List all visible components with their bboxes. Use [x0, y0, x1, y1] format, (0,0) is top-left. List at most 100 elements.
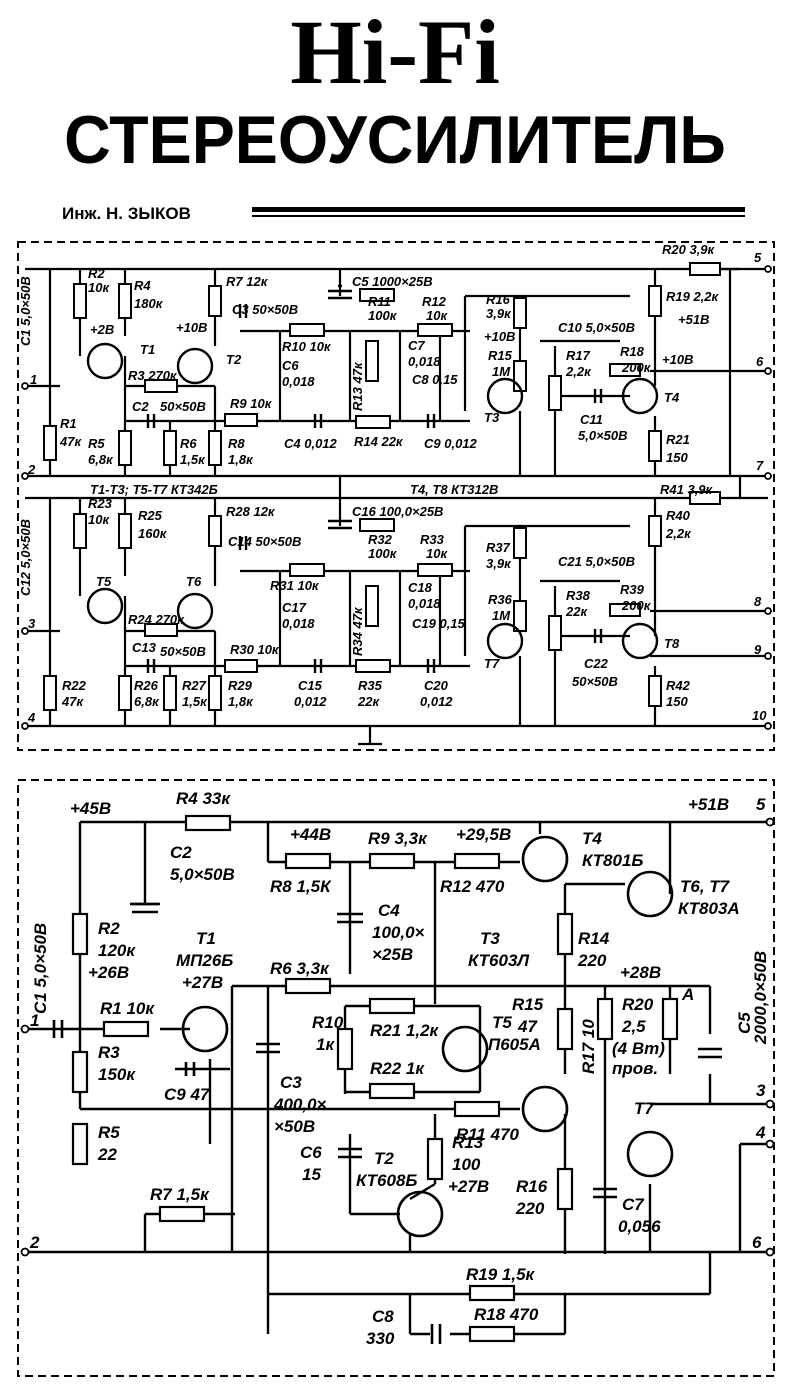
- label-c4v: 100,0×: [372, 923, 425, 942]
- label-v10a: +10В: [176, 320, 207, 335]
- label-r34: R34 47к: [350, 606, 365, 656]
- label-r20: R20: [622, 995, 654, 1014]
- label-p3: 3: [28, 616, 36, 631]
- label-r11v: 100к: [368, 308, 398, 323]
- label-r11: R11: [368, 294, 391, 309]
- label-t8: T8: [664, 636, 680, 651]
- label-r32: R32: [368, 532, 393, 547]
- label-v2: +2В: [90, 322, 114, 337]
- label-pa: А: [681, 985, 694, 1004]
- label-r6: R6: [180, 436, 197, 451]
- label-p1: 1: [30, 372, 37, 387]
- page-subtitle: СТЕРЕОУСИЛИТЕЛЬ: [64, 102, 726, 178]
- label-c16: C16 100,0×25В: [352, 504, 443, 519]
- label-c3v2: ×50В: [274, 1117, 315, 1136]
- label-c8: C8 0,15: [412, 372, 458, 387]
- label-r3: R3: [98, 1043, 120, 1062]
- label-r36: R36: [488, 592, 513, 607]
- label-t4: T4: [582, 829, 602, 848]
- label-r39v: 200к: [621, 598, 652, 613]
- label-r15: R15: [488, 348, 513, 363]
- label-r13: R13 47к: [350, 361, 365, 411]
- label-v51: +51В: [688, 795, 729, 814]
- label-c7: C7: [408, 338, 425, 353]
- label-r40: R40: [666, 508, 691, 523]
- label-t67: Т6, Т7: [680, 877, 731, 896]
- label-r7: R7 12к: [226, 274, 269, 289]
- label-c13: C13: [132, 640, 157, 655]
- label-r17: R17 10: [579, 1019, 598, 1074]
- label-c8v: 330: [366, 1329, 395, 1348]
- label-p7: 7: [756, 458, 764, 473]
- label-c17: C17: [282, 600, 307, 615]
- label-c5: C5: [735, 1012, 754, 1034]
- label-r37v: 3,9к: [486, 556, 512, 571]
- label-c2: C2: [170, 843, 192, 862]
- label-r12: R12: [422, 294, 447, 309]
- label-t5: T5: [96, 574, 112, 589]
- label-p3: 3: [756, 1081, 766, 1100]
- label-t3: T3: [484, 410, 500, 425]
- label-r6v: 1,5к: [180, 452, 206, 467]
- label-t2: Т2: [374, 1149, 394, 1168]
- label-p6: 6: [756, 354, 764, 369]
- label-c2v: 5,0×50В: [170, 865, 235, 884]
- label-r10: R10: [312, 1013, 344, 1032]
- label-v295: +29,5В: [456, 825, 511, 844]
- terminals: [21, 265, 772, 730]
- label-c2v: 50×50В: [160, 399, 206, 414]
- label-c6: C6: [282, 358, 299, 373]
- label-v26: +26В: [88, 963, 129, 982]
- label-r1: R1: [60, 416, 77, 431]
- label-t7: Т7: [634, 1099, 655, 1118]
- label-c17v: 0,018: [282, 616, 315, 631]
- label-r22: R22 1к: [370, 1059, 425, 1078]
- label-r38: R38: [566, 588, 591, 603]
- label-c1: C1 5,0×50В: [31, 923, 50, 1014]
- label-t2: T2: [226, 352, 242, 367]
- label-r13v: 100: [452, 1155, 481, 1174]
- label-c22: C22: [584, 656, 609, 671]
- label-c2: C2: [132, 399, 149, 414]
- label-c7v: 0,018: [408, 354, 441, 369]
- label-type2: T4, T8 КТ312В: [410, 482, 498, 497]
- label-c22v: 50×50В: [572, 674, 618, 689]
- label-t4: T4: [664, 390, 680, 405]
- resistors: [71, 814, 679, 1343]
- label-c7v: 0,056: [618, 1217, 661, 1236]
- power-amp-schematic: +45В R4 33к +51В 5 C2 5,0×50В +44В R9 3,…: [17, 779, 775, 1377]
- label-r39: R39: [620, 582, 645, 597]
- label-c12: C12 5,0×50В: [18, 519, 33, 596]
- label-t1t: МП26Б: [176, 951, 233, 970]
- label-r30: R30 10к: [230, 642, 280, 657]
- label-c13v: 50×50В: [160, 644, 206, 659]
- label-p10: 10: [752, 708, 767, 723]
- label-p5: 5: [754, 250, 762, 265]
- label-t3t: КТ603Л: [468, 951, 529, 970]
- label-r6: R6 3,3к: [270, 959, 330, 978]
- label-v28: +28В: [620, 963, 661, 982]
- label-c9: C9 47: [164, 1085, 211, 1104]
- labels: R20 3,9к 5 R2 10к R4 180к R7 12к C5 1000…: [18, 242, 767, 725]
- label-v27a: +27В: [182, 973, 223, 992]
- label-r36v: 1М: [492, 608, 511, 623]
- label-r21: R21 1,2к: [370, 1021, 440, 1040]
- label-c11: C11: [580, 412, 603, 427]
- label-c6: C6: [300, 1143, 322, 1162]
- label-v45: +45В: [70, 799, 111, 818]
- label-r33v: 10к: [426, 546, 448, 561]
- label-r22v: 47к: [61, 694, 84, 709]
- label-r12: R12 470: [440, 877, 505, 896]
- label-r12v: 10к: [426, 308, 448, 323]
- label-c15v: 0,012: [294, 694, 327, 709]
- label-r24: R24 270к: [128, 612, 185, 627]
- label-r37: R37: [486, 540, 511, 555]
- label-c14: C14 50×50В: [228, 534, 301, 549]
- label-p9: 9: [754, 642, 762, 657]
- label-c15: C15: [298, 678, 323, 693]
- diagram-frame: [17, 241, 775, 751]
- label-r1v: 47к: [59, 434, 82, 449]
- label-t6: T6: [186, 574, 202, 589]
- label-r32v: 100к: [368, 546, 398, 561]
- label-c19: C19 0,15: [412, 616, 466, 631]
